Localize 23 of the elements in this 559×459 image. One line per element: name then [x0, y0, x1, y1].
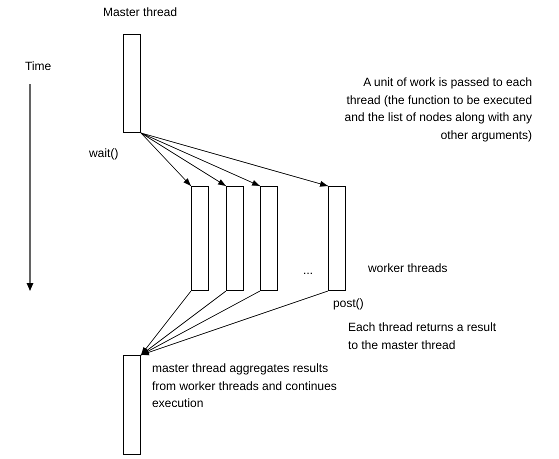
annotation-text: wait() — [89, 145, 120, 162]
thread-bar — [328, 186, 346, 291]
label-text: Time — [25, 58, 52, 75]
thread-bar — [260, 186, 278, 291]
label-text: worker threads — [368, 260, 448, 277]
arrow — [140, 132, 260, 186]
thread-bar — [123, 355, 141, 455]
arrow — [140, 290, 192, 356]
annotation-text: post() — [333, 295, 365, 312]
arrow — [140, 290, 328, 356]
arrow — [140, 290, 226, 356]
arrow — [140, 290, 260, 356]
arrow — [140, 132, 328, 187]
thread-bar — [191, 186, 209, 291]
annotation-text: master thread aggregates results from worker threads and continues execution — [152, 360, 337, 412]
thread-bar — [123, 34, 141, 133]
ellipsis: ... — [303, 262, 314, 279]
label-text: Each thread returns a result to the master thread — [348, 319, 498, 354]
label-text: A unit of work is passed to each thread (the function to be executed and the list of nodes along with any other arguments) — [344, 74, 532, 144]
arrow — [140, 132, 192, 186]
thread-bar — [226, 186, 244, 291]
annotation-text: Master thread — [103, 4, 178, 21]
arrow — [140, 132, 226, 186]
